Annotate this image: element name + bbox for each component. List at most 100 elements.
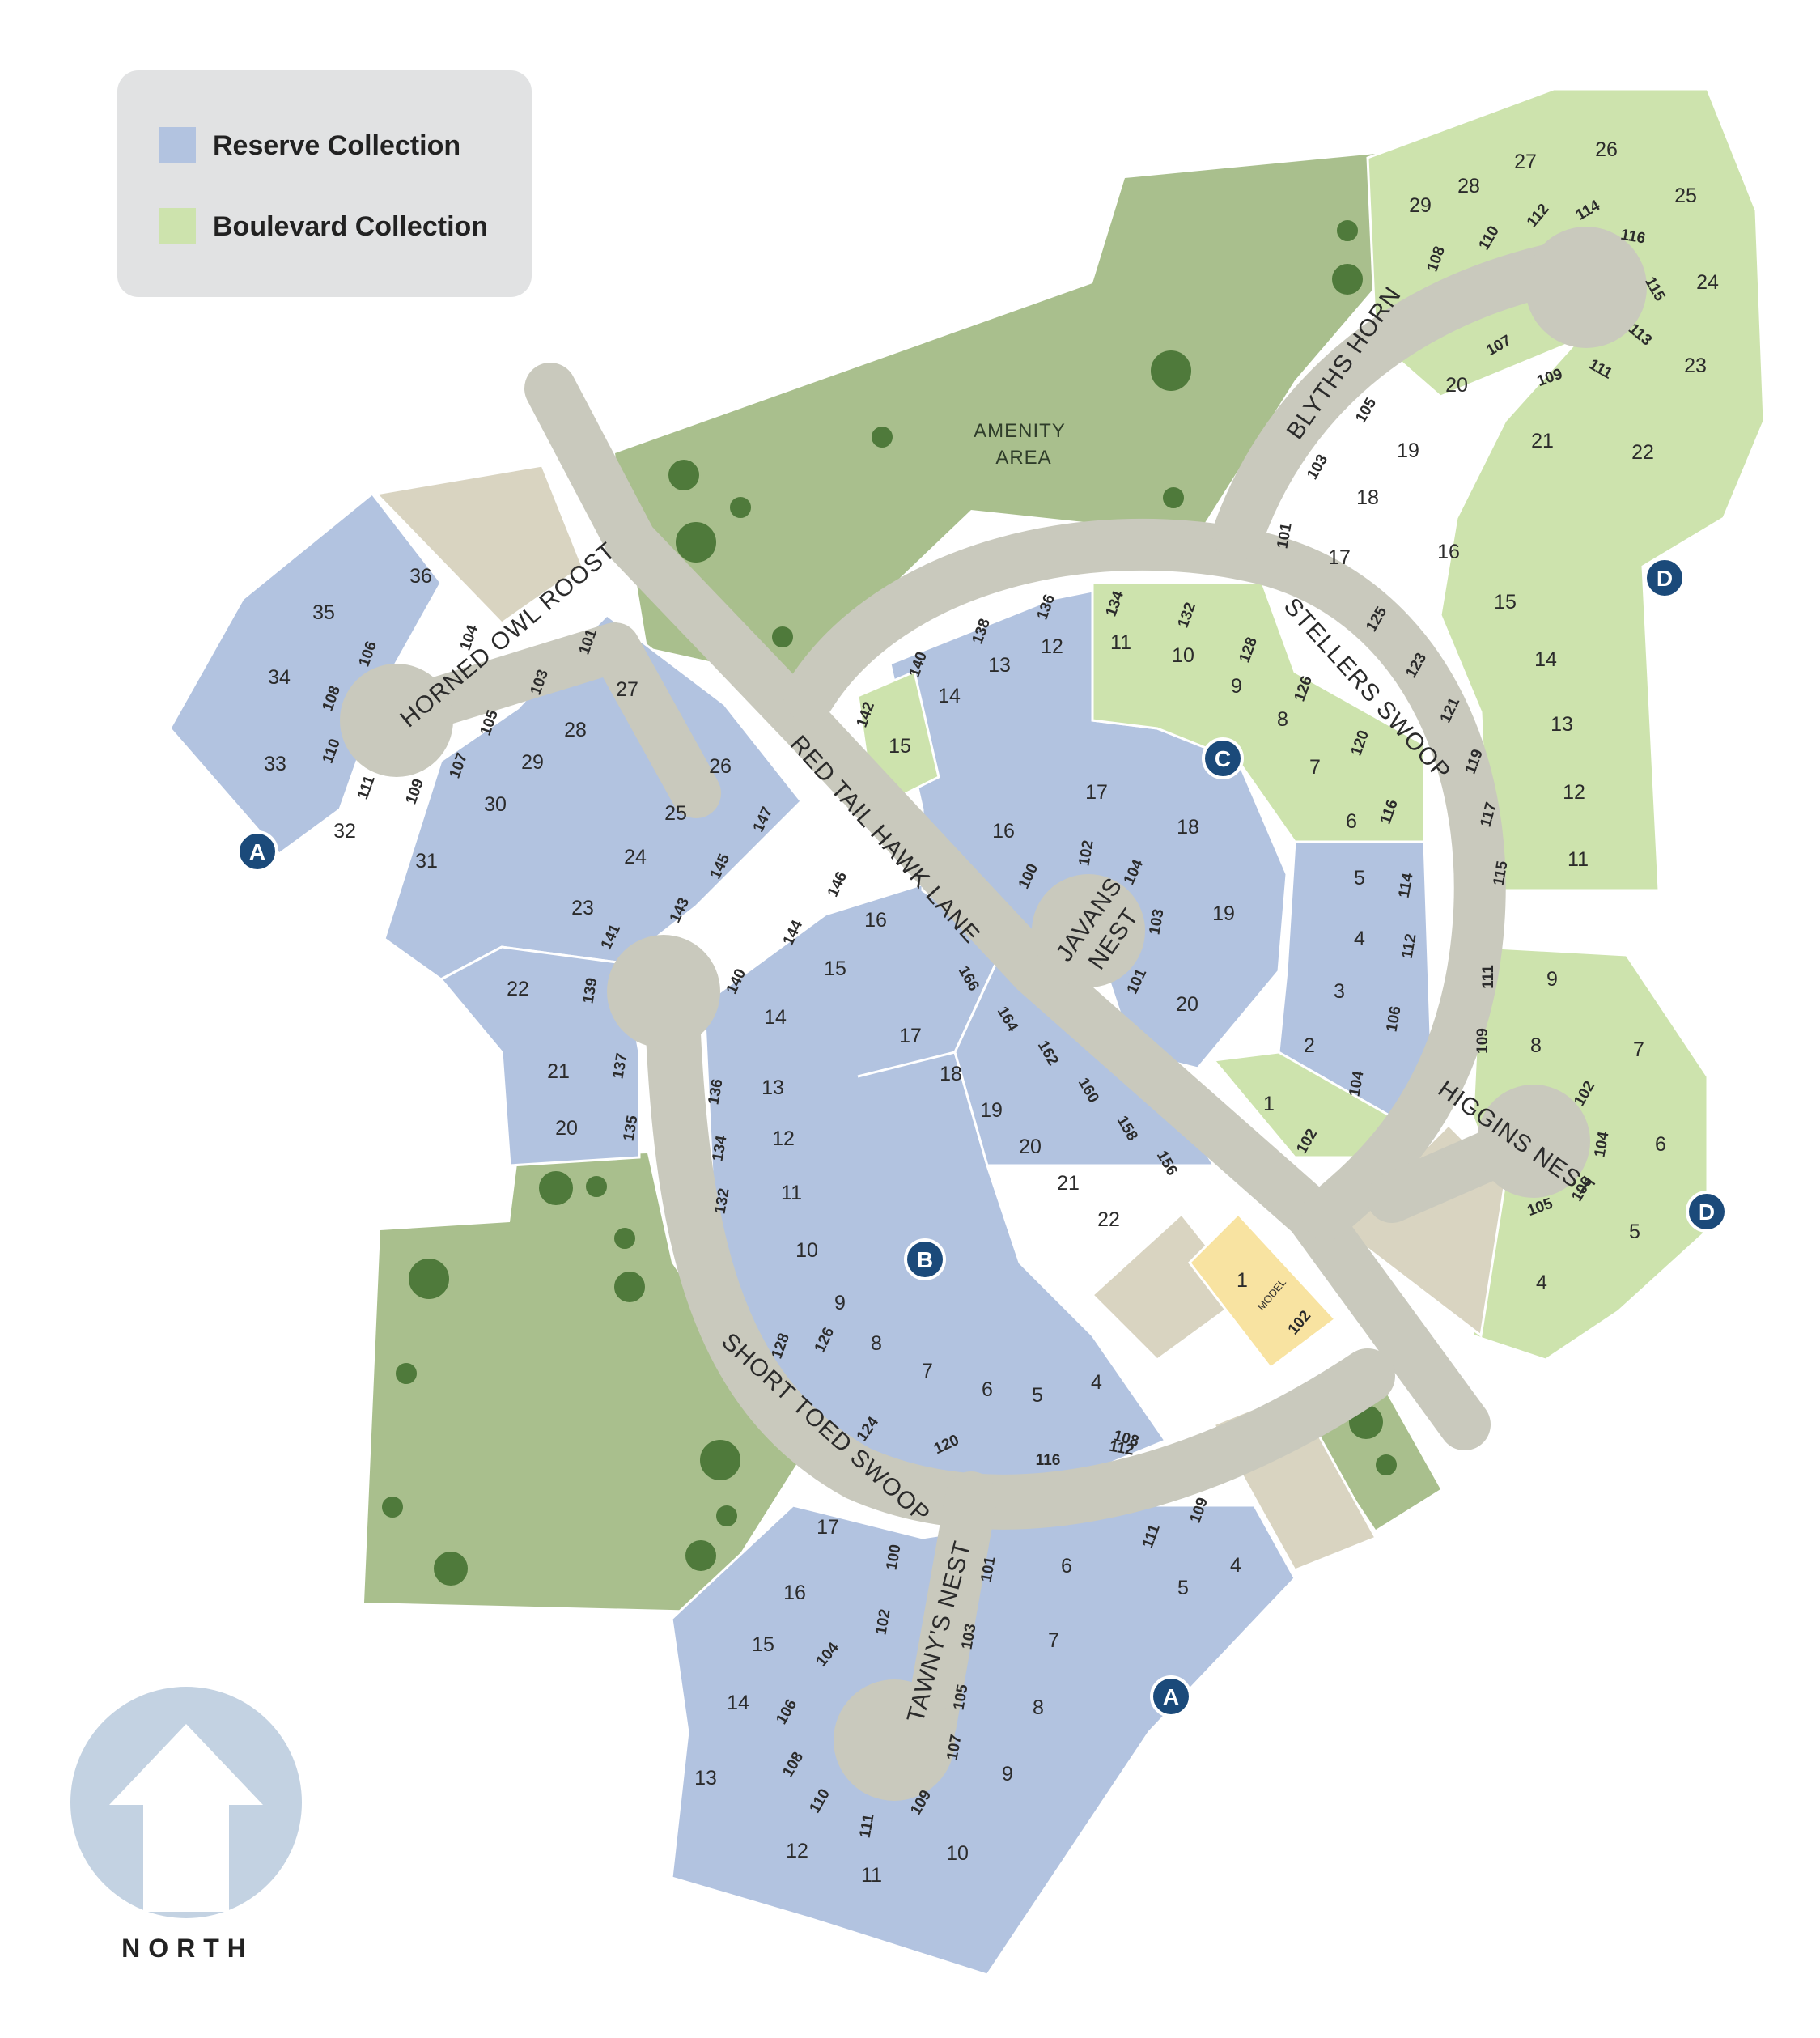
tree-icon: [432, 1550, 469, 1587]
javans-cul-de-sac: [1032, 874, 1145, 987]
marker-a-label: A: [1163, 1684, 1179, 1709]
lot-number: 13: [694, 1767, 717, 1790]
lot-number: 32: [333, 820, 356, 843]
lot-number: 11: [1110, 631, 1131, 654]
lot-number: 11: [1568, 848, 1589, 871]
marker-a-south[interactable]: A: [1150, 1675, 1192, 1717]
lot-number: 20: [1176, 993, 1198, 1016]
lot-number: 13: [1551, 713, 1573, 736]
blyths-horn-road: [1212, 241, 1588, 560]
lot-number: 22: [1097, 1208, 1120, 1231]
tree-icon: [1335, 219, 1360, 243]
lot-number: 36: [409, 565, 432, 588]
lot-number: 24: [624, 846, 647, 868]
amenity-area-label-line1: AMENITY: [974, 420, 1066, 442]
lot-number: 26: [1595, 138, 1618, 161]
lot-number: 6: [1061, 1555, 1072, 1577]
lot-number: 13: [988, 654, 1011, 677]
amenity-area-label-line2: AREA: [995, 447, 1051, 469]
lot-number: 26: [709, 755, 732, 778]
red-tail-cul-de-sac: [607, 935, 720, 1048]
lot-number: 18: [940, 1063, 962, 1085]
marker-d-east[interactable]: D: [1686, 1191, 1728, 1233]
lot-number: 27: [1514, 151, 1537, 173]
reserve-lot-block[interactable]: [439, 945, 641, 1167]
lot-number: 17: [817, 1516, 839, 1539]
legend-label-reserve: Reserve Collection: [213, 130, 460, 161]
marker-b-label: B: [917, 1247, 933, 1272]
lot-number: 33: [264, 753, 286, 775]
lot-number: 21: [1531, 430, 1554, 452]
lot-number: 22: [1631, 441, 1654, 464]
lot-number: 17: [1328, 546, 1351, 569]
lot-number: 16: [1437, 541, 1460, 563]
lot-number: 5: [1177, 1577, 1189, 1599]
legend-swatch-reserve: [159, 127, 196, 163]
lot-number: 34: [268, 666, 291, 689]
reserve-lots: [168, 491, 1434, 1976]
lot-number: 24: [1696, 271, 1719, 294]
lot-number: 20: [555, 1117, 578, 1140]
tree-icon: [684, 1539, 718, 1573]
lot-number: 2: [1304, 1034, 1315, 1057]
lot-number: 5: [1032, 1384, 1043, 1407]
lot-number: 25: [1674, 185, 1697, 207]
tree-icon: [698, 1438, 742, 1482]
lot-number: 9: [834, 1292, 846, 1314]
lot-number: 17: [899, 1025, 922, 1047]
marker-b[interactable]: B: [904, 1238, 946, 1280]
model-lot[interactable]: [1188, 1212, 1338, 1370]
lot-number: 16: [992, 820, 1015, 843]
marker-a-west[interactable]: A: [236, 830, 278, 873]
marker-d-north[interactable]: D: [1644, 557, 1686, 599]
lot-number: 15: [889, 735, 911, 758]
lot-number: 9: [1002, 1763, 1013, 1785]
tree-icon: [770, 625, 795, 649]
lot-number: 12: [1563, 781, 1585, 804]
boulevard-lot-block[interactable]: [1211, 1051, 1394, 1159]
lot-address: 112: [1399, 932, 1420, 960]
lot-number: 19: [1397, 439, 1419, 462]
marker-c[interactable]: C: [1202, 737, 1244, 779]
tree-icon: [1330, 262, 1364, 296]
lot-number: 5: [1354, 867, 1365, 890]
legend: Reserve Collection Boulevard Collection: [117, 70, 532, 297]
lot-number: 12: [772, 1127, 795, 1150]
lot-number: 7: [922, 1360, 933, 1382]
lot-number: 25: [664, 802, 687, 825]
lot-number: 15: [1494, 591, 1517, 614]
lot-number: 6: [982, 1378, 993, 1401]
blyths-cul-de-sac: [1525, 227, 1647, 348]
lot-number: 9: [1546, 968, 1558, 991]
tree-icon: [667, 458, 701, 492]
marker-d-label: D: [1657, 566, 1673, 591]
lot-number: 4: [1354, 928, 1365, 950]
lot-number: 1: [1263, 1093, 1275, 1115]
lot-number: 7: [1633, 1038, 1644, 1061]
lot-number: 19: [980, 1099, 1003, 1122]
lot-number: 28: [1457, 175, 1480, 197]
reserve-lot-block[interactable]: [670, 1504, 1296, 1976]
amenity-area[interactable]: [615, 154, 1392, 680]
lot-number: 16: [783, 1582, 806, 1604]
lot-number: 12: [1041, 635, 1063, 658]
marker-c-label: C: [1215, 746, 1231, 771]
lot-address: 111: [1480, 965, 1497, 989]
legend-panel: [117, 70, 532, 297]
stellers-swoop-road: [783, 518, 1506, 1240]
north-arrow: NORTH: [70, 1687, 302, 1963]
boulevard-lot-block[interactable]: [1091, 581, 1426, 843]
lot-number: 16: [864, 909, 887, 932]
lot-number: 14: [727, 1692, 749, 1714]
tawnys-cul-de-sac: [834, 1679, 955, 1801]
green-spaces: [364, 154, 1440, 1611]
lot-address: 112: [1108, 1438, 1135, 1459]
lot-number: 3: [1334, 980, 1345, 1003]
lot-number: 21: [547, 1060, 570, 1083]
tree-icon: [613, 1270, 647, 1304]
west-park[interactable]: [364, 1153, 801, 1611]
tawnys-nest-road: [905, 1471, 997, 1750]
lot-address: 109: [1474, 1028, 1491, 1054]
tree-icon: [674, 520, 718, 564]
